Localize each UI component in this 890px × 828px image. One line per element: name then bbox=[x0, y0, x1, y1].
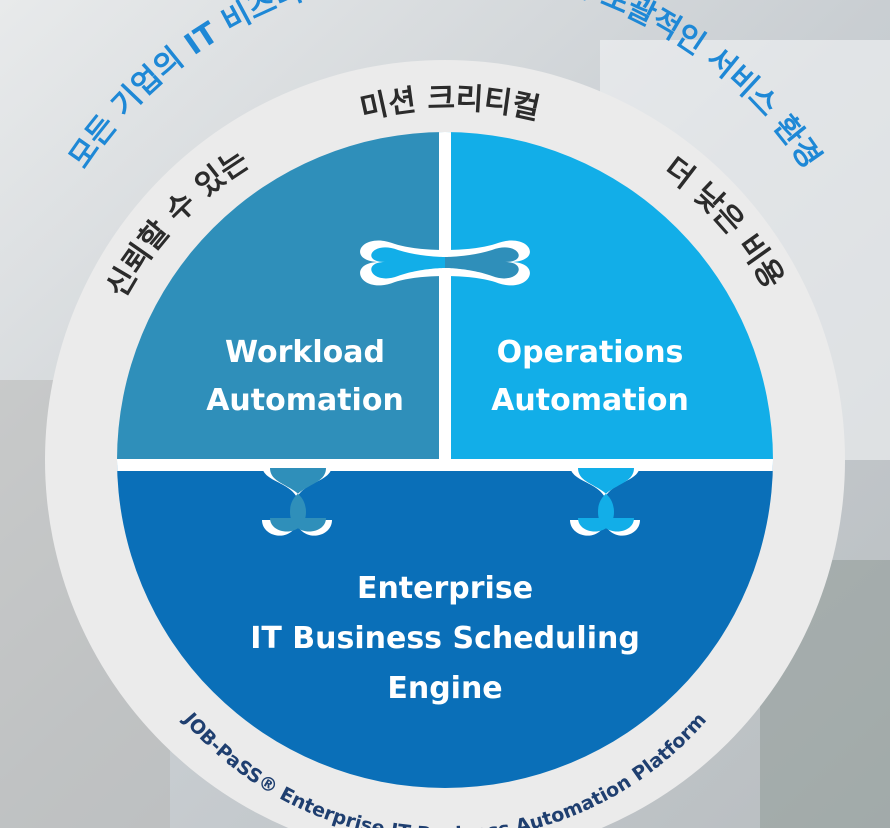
piece-top-left-line1: Workload bbox=[225, 335, 385, 370]
knob-bottom-left bbox=[262, 465, 332, 536]
piece-top-right-line1: Operations bbox=[497, 335, 684, 370]
piece-top-left-line2: Automation bbox=[206, 383, 404, 418]
piece-bottom-line3: Engine bbox=[387, 671, 502, 706]
piece-bottom-line2: IT Business Scheduling bbox=[250, 621, 640, 656]
knob-bottom-right bbox=[570, 465, 640, 536]
knob-top bbox=[360, 240, 530, 286]
piece-bottom-line1: Enterprise bbox=[357, 571, 533, 606]
piece-top-right-line2: Automation bbox=[491, 383, 689, 418]
